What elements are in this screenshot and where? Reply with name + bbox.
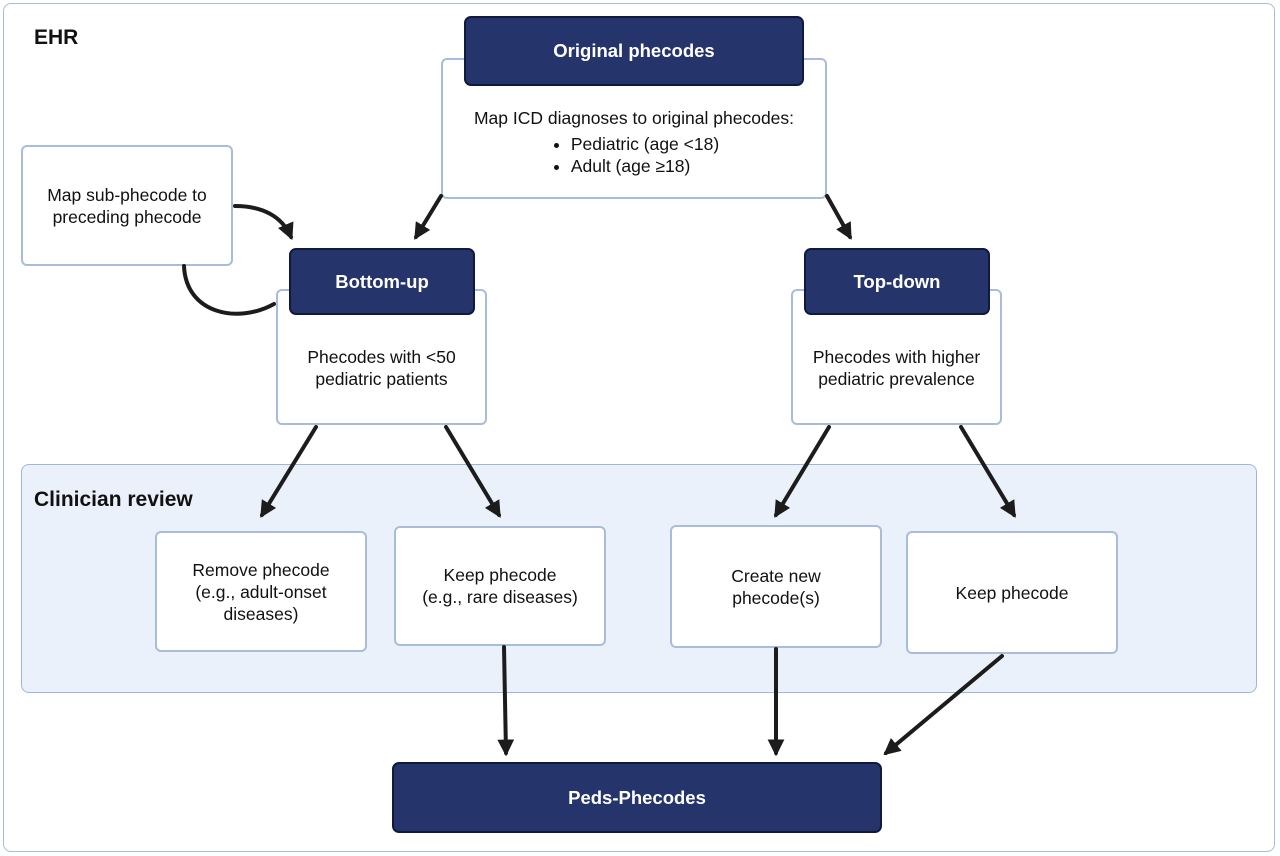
arrow-top-down-to-keep: [959, 425, 1016, 518]
bottom-up-line2: pediatric patients: [315, 369, 448, 389]
keep-rare-phecode-box: Keep phecode (e.g., rare diseases): [394, 526, 606, 646]
arrow-bottom-up-to-keep-rare: [444, 425, 501, 518]
arrow-keep-to-final: [883, 654, 1004, 756]
keep-rare-line2: (e.g., rare diseases): [422, 587, 578, 607]
bullet-adult: Adult (age ≥18): [571, 155, 719, 177]
keep-line1: Keep phecode: [955, 582, 1069, 603]
original-phecodes-text: Map ICD diagnoses to original phecodes:: [473, 107, 795, 128]
age-group-list: Pediatric (age <18) Adult (age ≥18): [549, 133, 719, 177]
clinician-review-label: Clinician review: [34, 488, 193, 511]
create-new-line1: Create new: [731, 565, 821, 586]
bullet-pediatric: Pediatric (age <18): [571, 133, 719, 155]
arrow-original-to-bottom-up: [414, 194, 443, 240]
arrow-original-to-top-down: [825, 194, 852, 240]
arrow-keep-rare-to-final: [497, 645, 515, 757]
keep-phecode-box: Keep phecode: [906, 531, 1118, 654]
loop-bottom-up-to-sub-phecode: [182, 264, 276, 316]
arrow-sub-phecode-to-bottom-up: [233, 204, 294, 241]
ehr-label: EHR: [34, 26, 79, 49]
remove-line1: Remove phecode: [192, 559, 330, 580]
remove-phecode-box: Remove phecode (e.g., adult-onset diseas…: [155, 531, 367, 652]
arrow-top-down-to-create-new: [774, 425, 831, 518]
keep-rare-line1: Keep phecode: [443, 565, 557, 585]
top-down-header: Top-down: [804, 248, 990, 315]
peds-phecodes-header: Peds-Phecodes: [392, 762, 882, 833]
create-new-phecode-box: Create new phecode(s): [670, 525, 882, 648]
sub-phecode-box: Map sub-phecode to preceding phecode: [21, 145, 233, 266]
sub-phecode-line2: preceding phecode: [52, 206, 202, 227]
bottom-up-header: Bottom-up: [289, 248, 475, 315]
top-down-line2: pediatric prevalence: [818, 369, 975, 389]
sub-phecode-line1: Map sub-phecode to: [47, 184, 207, 205]
create-new-line2: phecode(s): [732, 587, 820, 608]
remove-line2: (e.g., adult-onset: [195, 581, 327, 602]
bottom-up-line1: Phecodes with <50: [307, 347, 456, 367]
arrow-bottom-up-to-remove: [260, 425, 318, 518]
original-phecodes-header: Original phecodes: [464, 16, 804, 86]
remove-line3: diseases): [223, 603, 299, 624]
top-down-line1: Phecodes with higher: [812, 347, 981, 367]
